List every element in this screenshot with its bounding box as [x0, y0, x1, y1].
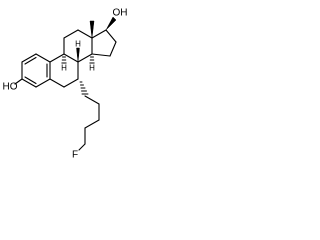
stereo-h-14-label: H [89, 64, 95, 73]
bond-c1-c2-double [24, 56, 37, 65]
bond-c15-c14 [91, 53, 111, 57]
bond-c3-c4 [21, 78, 37, 88]
bond-c3-o [14, 78, 23, 85]
ring-d [91, 29, 117, 57]
stereo-bond-c7-chain [79, 81, 89, 95]
hydroxyl-17-wedge-bond [105, 16, 117, 31]
bond-c11-c12 [63, 29, 79, 39]
bond-c13-c17 [91, 29, 107, 39]
bond-chain-3-4 [84, 119, 100, 129]
molecule-structure: HO OH F H H H [3, 8, 128, 161]
bond-c14-c8 [77, 53, 93, 63]
bond-chain-1-2 [84, 95, 100, 105]
bond-c4-c5 [35, 78, 51, 88]
bond-c9-c10 [49, 53, 65, 63]
bond-c17-c16 [105, 29, 117, 43]
stereo-bond-c14-h [89, 56, 95, 64]
stereo-bond-c8-h [76, 47, 80, 63]
fluoropentyl-chain [78, 95, 100, 151]
bond-c16-c15 [109, 41, 117, 57]
fluorine-label: F [72, 150, 78, 161]
bond-chain-5-f [78, 143, 86, 151]
ring-a-aromatic [21, 53, 51, 88]
bond-c8-c9 [63, 53, 79, 63]
bond-c6-c7 [63, 78, 79, 88]
methyl-wedge-bond [89, 20, 95, 39]
ring-b [49, 53, 79, 88]
ring-c [63, 29, 93, 63]
hydroxyl-17-label: OH [113, 8, 128, 19]
stereo-h-8-label: H [75, 40, 81, 49]
stereo-h-9-label: H [61, 64, 67, 73]
bond-c5-c6 [49, 78, 65, 88]
stereo-bond-c9-h [61, 56, 67, 64]
bond-c1-c2 [21, 53, 37, 63]
bond-c10-c1 [35, 53, 51, 63]
phenol-hydroxyl-label: HO [3, 82, 18, 93]
bond-c12-c13 [77, 29, 93, 39]
bond-c3-c4-double [24, 76, 37, 85]
